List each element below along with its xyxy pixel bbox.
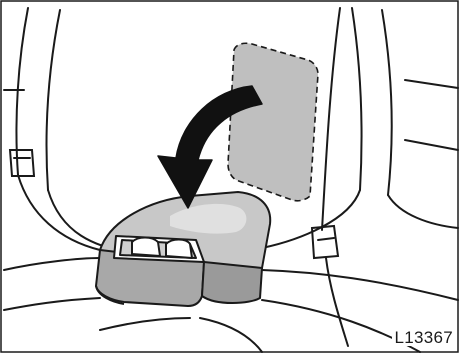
figure-reference-code: L13367 xyxy=(392,329,453,346)
stowed-armrest-position xyxy=(228,43,318,201)
